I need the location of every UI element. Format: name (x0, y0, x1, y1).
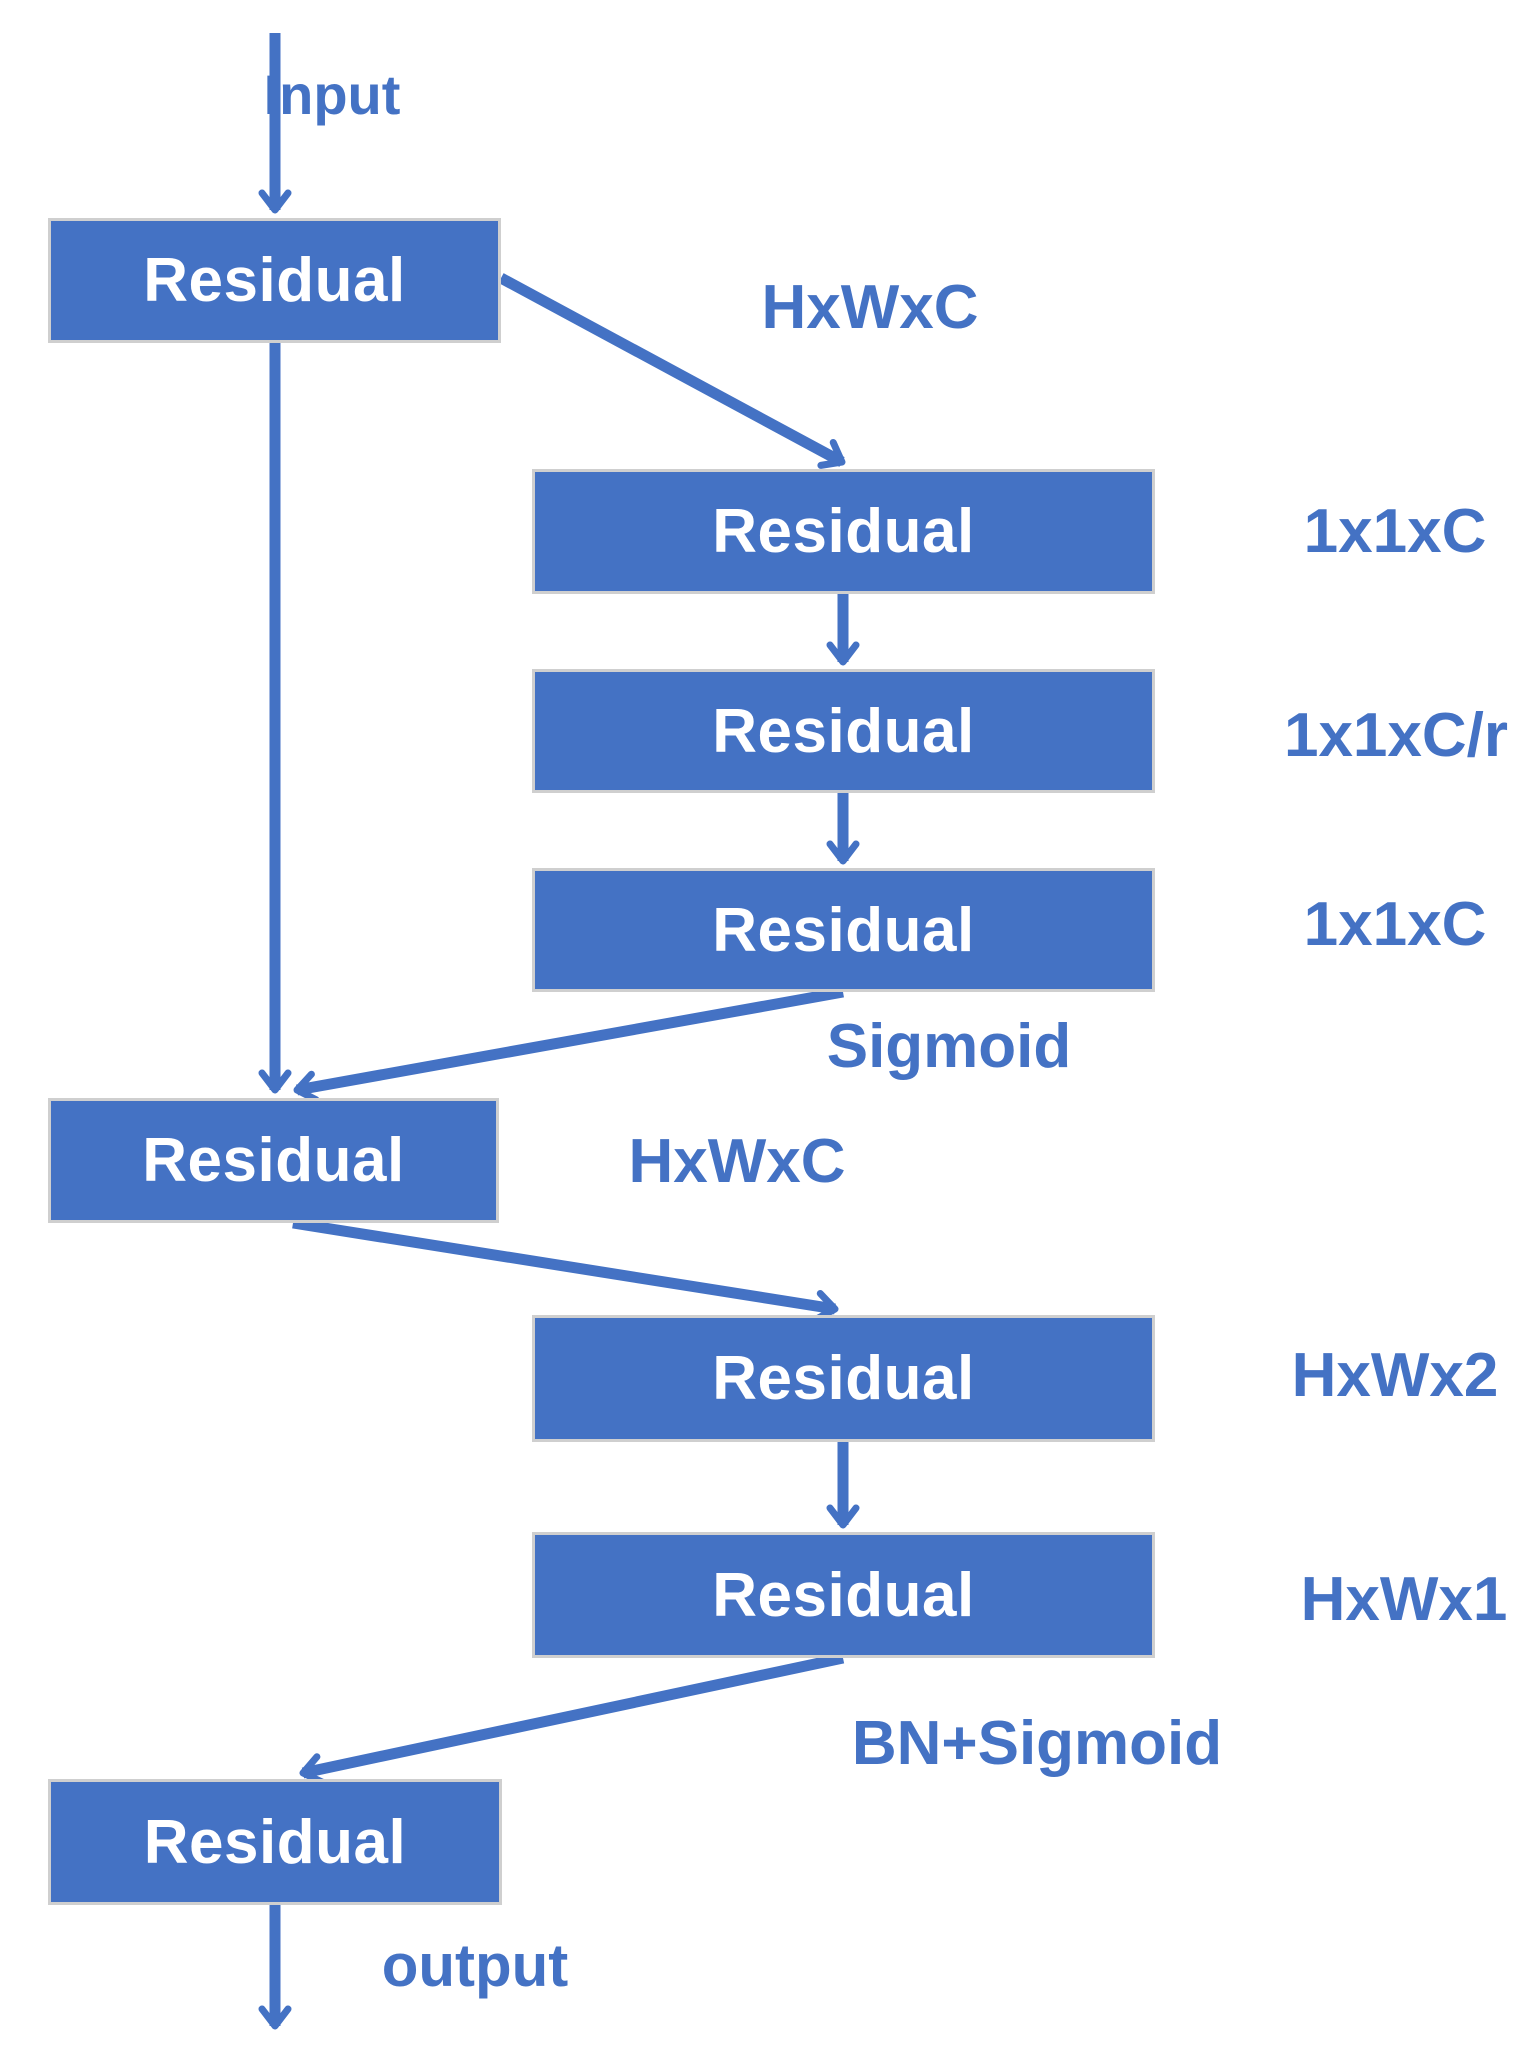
residual-block-2: Residual (532, 469, 1155, 594)
residual-block-6: Residual (532, 1315, 1155, 1442)
output-label: output (381, 1932, 569, 1999)
tensor-shape-label-hxwx1: HxWx1 (1300, 1565, 1508, 1634)
tensor-shape-label-1x1xc-2: 1x1xC (1303, 890, 1487, 959)
connector-residual4-to-residual5-sigmoid (293, 986, 844, 1104)
residual-block-8: Residual (48, 1779, 502, 1905)
input-label: Input (263, 63, 401, 126)
bn-sigmoid-activation-label: BN+Sigmoid (851, 1709, 1223, 1778)
residual-block-3: Residual (532, 669, 1155, 793)
tensor-shape-label-1x1xc-1: 1x1xC (1303, 497, 1487, 566)
tensor-shape-label-hxwxc-mid: HxWxC (628, 1127, 846, 1196)
tensor-shape-label-hxwx2: HxWx2 (1291, 1341, 1499, 1410)
residual-block-4: Residual (532, 868, 1155, 992)
residual-block-1: Residual (48, 218, 501, 343)
tensor-shape-label-hxwxc-top: HxWxC (761, 273, 979, 342)
residual-block-7: Residual (532, 1532, 1155, 1658)
connector-residual1-to-residual2 (498, 273, 846, 469)
tensor-shape-label-1x1xc-r: 1x1xC/r (1283, 701, 1509, 770)
residual-block-5: Residual (48, 1098, 499, 1223)
connector-residual5-to-residual6 (292, 1217, 839, 1323)
sigmoid-activation-label: Sigmoid (826, 1012, 1072, 1081)
connector-residual7-to-residual8-bnsigmoid (299, 1652, 845, 1786)
